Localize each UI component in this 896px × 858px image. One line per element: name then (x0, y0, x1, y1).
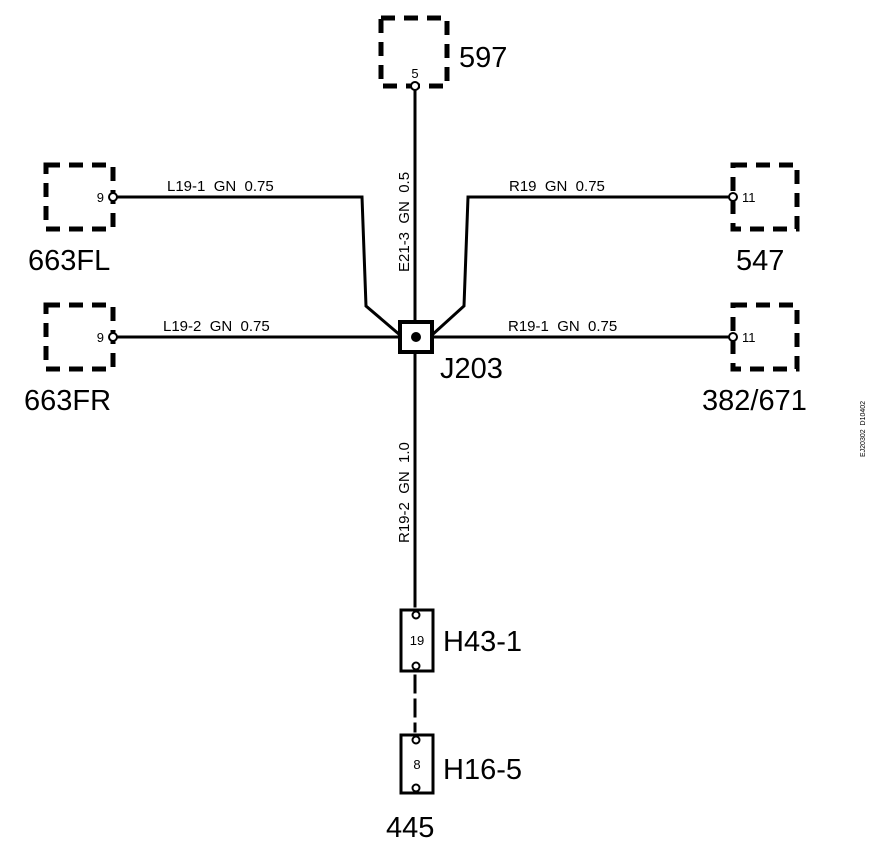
connector-H43-1-label: H43-1 (443, 626, 522, 658)
component-382-671-pin: 11 (742, 330, 756, 345)
wire-label-top: E21-3 GN 0.5 (396, 172, 413, 272)
connector-H16-5-pin: 8 (413, 757, 420, 772)
component-597: 5 597 (378, 15, 507, 91)
component-445-label: 445 (386, 812, 434, 844)
component-663FL-pin: 9 (97, 190, 104, 205)
connector-H16-5-label: H16-5 (443, 754, 522, 786)
component-663FL: 9 663FL (28, 162, 118, 277)
figure-reference: EJ20302 D10402 (860, 401, 867, 457)
component-547: 11 547 (728, 162, 800, 277)
component-663FR: 9 663FR (24, 302, 118, 417)
connector-H16-5: 8 H16-5 (399, 733, 522, 795)
component-663FR-pin: 9 (97, 330, 104, 345)
component-547-label: 547 (736, 245, 784, 277)
wire-label-bottom: R19-2 GN 1.0 (396, 442, 413, 543)
component-663FL-label: 663FL (28, 245, 110, 277)
wire-label-right-lower: R19-1 GN 0.75 (508, 318, 617, 335)
wire-left-upper (111, 195, 403, 338)
splice-J203: J203 (398, 320, 503, 385)
component-382-671: 11 382/671 (702, 302, 807, 417)
wire-label-right-upper: R19 GN 0.75 (509, 178, 605, 195)
connector-H43-1-pin: 19 (410, 633, 424, 648)
wire-label-left-upper: L19-1 GN 0.75 (167, 178, 274, 195)
component-547-pin: 11 (742, 190, 756, 205)
component-382-671-label: 382/671 (702, 385, 807, 417)
component-597-pin: 5 (411, 66, 418, 81)
component-663FR-label: 663FR (24, 385, 111, 417)
component-597-label: 597 (459, 42, 507, 74)
connector-H43-1: 19 H43-1 (399, 608, 522, 673)
wire-right-upper (429, 195, 735, 338)
splice-J203-label: J203 (440, 353, 503, 385)
wire-label-left-lower: L19-2 GN 0.75 (163, 318, 270, 335)
